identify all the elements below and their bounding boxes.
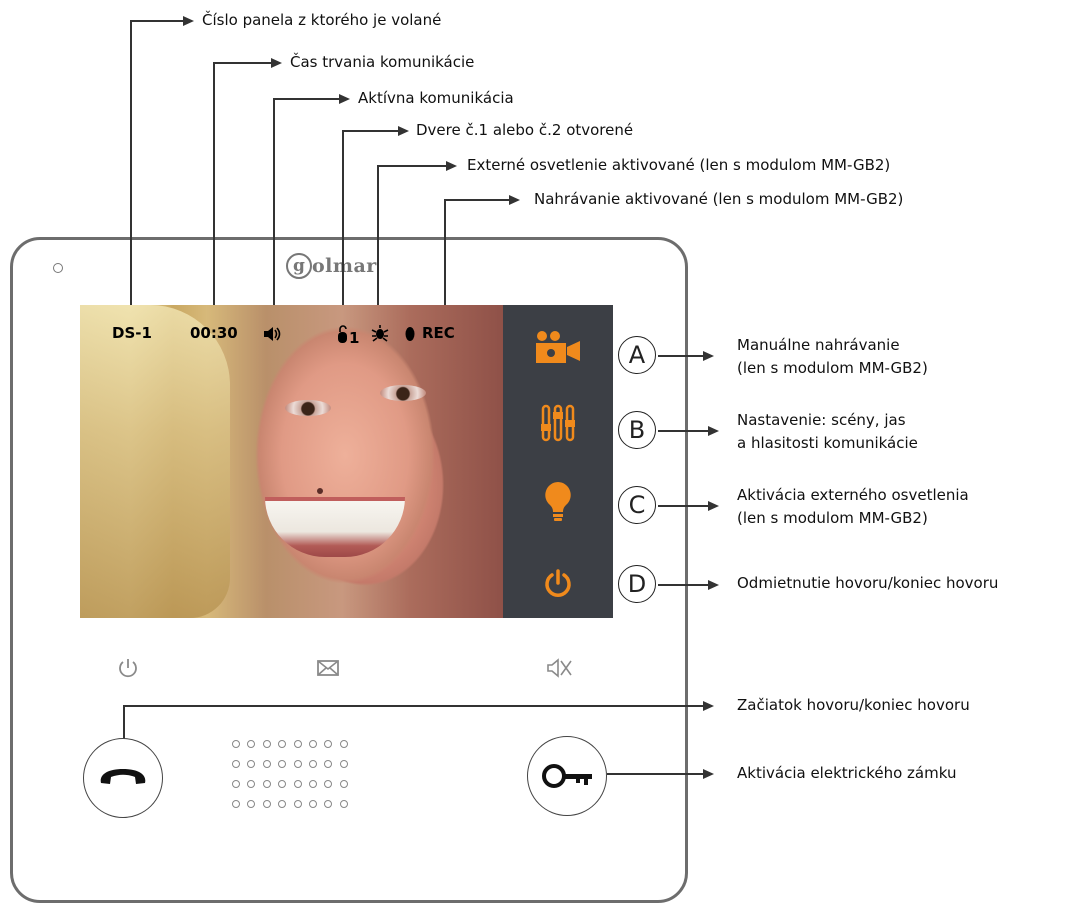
callout-active-communication: Aktívna komunikácia bbox=[358, 89, 514, 107]
video-screen: DS-1 00:30 1 REC bbox=[80, 305, 503, 618]
camera-indicator bbox=[53, 263, 63, 273]
light-bulb-icon[interactable] bbox=[530, 473, 586, 529]
callout-marker-a: A bbox=[618, 336, 656, 374]
power-icon[interactable] bbox=[530, 555, 586, 611]
callout-duration: Čas trvania komunikácie bbox=[290, 53, 475, 71]
speaker-icon bbox=[262, 324, 282, 347]
external-light-icon bbox=[371, 324, 389, 347]
visitor-face-image bbox=[230, 305, 460, 618]
callout-external-light-activation: Aktivácia externého osvetlenia (len s mo… bbox=[737, 486, 969, 527]
video-camera-icon[interactable] bbox=[530, 319, 586, 375]
callout-external-light: Externé osvetlenie aktivované (len s mod… bbox=[467, 156, 891, 174]
key-icon bbox=[542, 764, 592, 788]
callout-marker-c: C bbox=[618, 486, 656, 524]
recording-dot-icon bbox=[405, 326, 415, 345]
callout-settings: Nastavenie: scény, jas a hlasitosti komu… bbox=[737, 411, 918, 452]
sliders-icon[interactable] bbox=[530, 395, 586, 451]
callout-lock-activation: Aktivácia elektrického zámku bbox=[737, 764, 957, 782]
mute-icon[interactable] bbox=[546, 657, 572, 684]
panel-id-label: DS-1 bbox=[112, 324, 152, 342]
rec-label: REC bbox=[422, 324, 455, 342]
speaker-grille bbox=[232, 740, 355, 820]
side-menu bbox=[503, 305, 613, 618]
phone-handset-icon bbox=[100, 769, 146, 784]
callout-manual-recording: Manuálne nahrávanie (len s modulom MM-GB… bbox=[737, 336, 928, 377]
power-icon[interactable] bbox=[116, 656, 140, 685]
callout-marker-b: B bbox=[618, 411, 656, 449]
door-open-icon bbox=[336, 324, 350, 347]
door-number: 1 bbox=[349, 329, 360, 347]
callout-recording: Nahrávanie aktivované (len s modulom MM-… bbox=[534, 190, 904, 208]
callout-start-call: Začiatok hovoru/koniec hovoru bbox=[737, 696, 970, 714]
callout-panel-number: Číslo panela z ktorého je volané bbox=[202, 11, 442, 29]
callout-reject-call: Odmietnutie hovoru/koniec hovoru bbox=[737, 574, 999, 592]
callout-door-open: Dvere č.1 alebo č.2 otvorené bbox=[416, 121, 634, 139]
duration-label: 00:30 bbox=[190, 324, 238, 342]
door-lock-button[interactable] bbox=[527, 736, 607, 816]
call-button[interactable] bbox=[83, 738, 163, 818]
envelope-icon[interactable] bbox=[316, 658, 340, 683]
callout-marker-d: D bbox=[618, 565, 656, 603]
